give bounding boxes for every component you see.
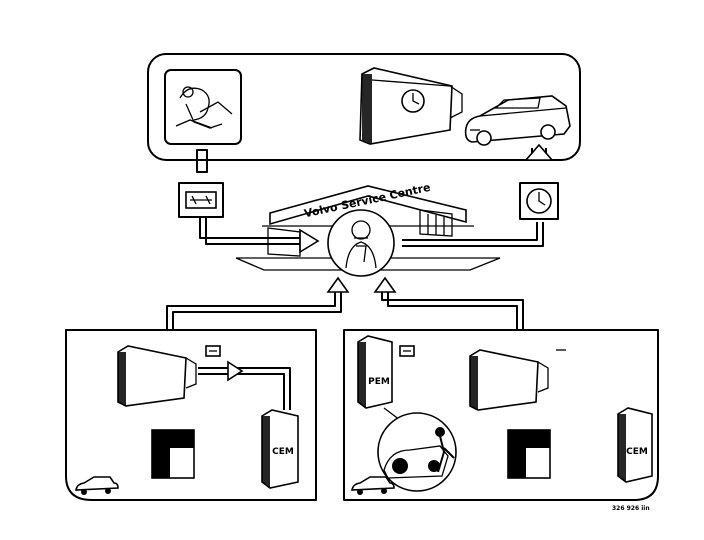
diagnostic-socket-icon [205,345,221,357]
technician-portrait [327,209,395,277]
technician-scene-illustration [164,69,242,145]
cem-module-right: CEM [617,407,653,483]
control-module-icon [117,345,197,407]
cem-label-right: CEM [626,447,648,457]
diagnostic-socket-icon-right [399,345,415,357]
connector-cable [196,149,208,173]
upload-box-icon-right [507,429,551,479]
arrow-up-right [373,276,524,330]
pem-module: PEM [357,335,393,409]
pem-label: PEM [368,377,390,387]
diagnostic-tool-icon [178,182,224,218]
mechanic-magnifier-icon [377,407,457,492]
small-car-icon [75,476,119,495]
cem-module-left: CEM [261,409,299,489]
clock-icon [526,188,552,214]
arrow-ecu-to-cem [198,360,291,410]
control-module-icon-right [469,349,566,411]
bottom-right-panel [343,329,659,501]
control-module-with-clock [359,67,463,145]
top-panel [147,53,581,161]
cem-label-left: CEM [272,447,294,457]
arrow-to-technician-left [199,217,320,254]
arrow-to-car [402,143,559,247]
bottom-left-panel [65,329,317,501]
arrow-up-left [166,276,350,330]
upload-box-icon [151,429,195,479]
small-car-icon-right [351,476,395,495]
reference-code: 326 926 iin [612,505,650,512]
car-icon [464,95,571,146]
